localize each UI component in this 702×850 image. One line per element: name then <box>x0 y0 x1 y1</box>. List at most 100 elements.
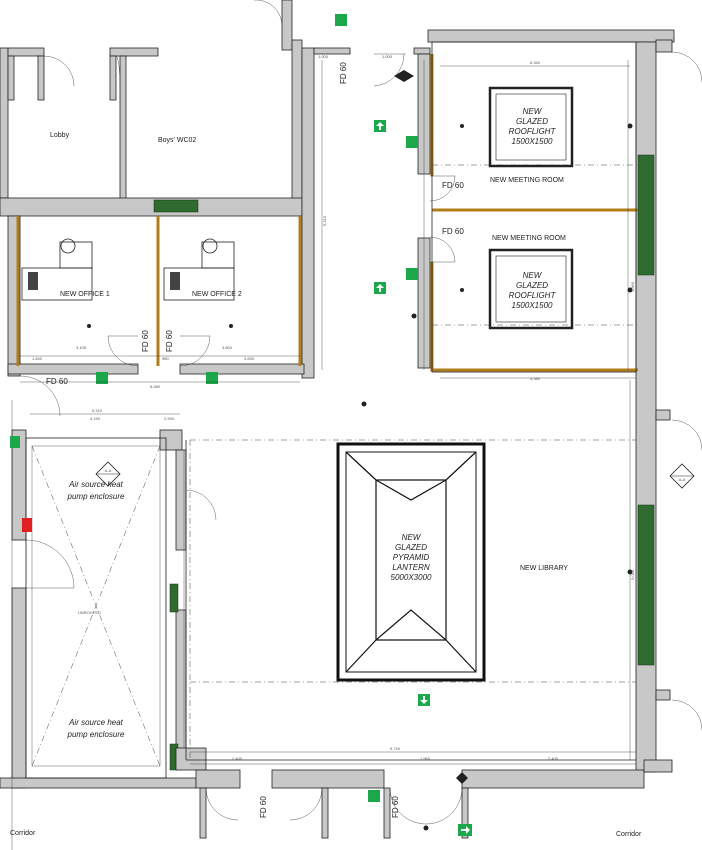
dim-text: 6,340 <box>530 60 541 65</box>
enclosure-bottom-line1: Air source heat <box>68 718 124 727</box>
detector-office2 <box>229 324 233 328</box>
dim-text: 3,690 <box>244 356 255 361</box>
rooflight-bottom-line1: NEW <box>523 271 543 280</box>
room-label-office1: NEW OFFICE 1 <box>60 291 110 298</box>
fd-label-meeting-top: FD 60 <box>442 181 464 190</box>
office1-door-swing <box>107 335 139 367</box>
dim-text: 5,310 <box>92 408 103 413</box>
lantern-hips <box>345 451 477 673</box>
room-lines <box>25 41 637 779</box>
chair-office1 <box>60 238 76 254</box>
wall-corr-post2 <box>321 787 329 839</box>
detector-meeting1 <box>460 124 464 128</box>
socket-2 <box>411 313 417 319</box>
door-right-mid-swing <box>671 419 702 451</box>
detector-library <box>361 401 367 407</box>
rooflight-top <box>488 86 574 168</box>
wall-corr-post4 <box>461 787 469 839</box>
label-unroofed: UNROOFED <box>78 610 101 615</box>
socket-4 <box>627 287 633 293</box>
rooflight-bottom-frame <box>488 248 574 330</box>
wall-bottom-3 <box>461 769 645 789</box>
wall-enc-right-upper <box>175 449 187 551</box>
glazing-meeting <box>637 154 655 276</box>
wall-wc-jamb1 <box>109 55 117 101</box>
desk-office2-return <box>201 241 235 269</box>
dim-text: 9,740 <box>390 746 401 751</box>
fd-label-bottom-left: FD 60 <box>259 796 268 818</box>
dim-text: 2,400 <box>548 756 559 761</box>
fd-label-office-a: FD 60 <box>141 330 150 352</box>
dim-text: 980 <box>162 356 169 361</box>
glazing-wc <box>153 199 199 213</box>
rooflight-bottom-line2: GLAZED <box>516 281 548 290</box>
wall-bottom-2 <box>271 769 385 789</box>
wall-lobby-jamb2 <box>37 55 45 101</box>
glazing-library <box>637 504 655 666</box>
lantern-inner <box>345 451 477 673</box>
dim-text: 4,380 <box>530 376 541 381</box>
rooflight-top-line1: NEW <box>523 107 543 116</box>
door-library-left-swing <box>185 489 217 521</box>
wall-enc-corner-top <box>159 429 183 451</box>
door-wc-swing <box>115 55 121 87</box>
rooflight-bottom-line4: 1500X1500 <box>512 301 553 310</box>
pc-office1 <box>28 272 38 290</box>
arrow-right-icon <box>461 826 470 834</box>
exit-sign-icon <box>96 372 108 384</box>
labels: Lobby Boys' WC02 NEW OFFICE 1 NEW OFFICE… <box>10 54 642 838</box>
enclosure-top-line2: pump enclosure <box>67 492 125 501</box>
wall-right-stub1 <box>655 409 671 421</box>
wall-corridor-top2 <box>413 47 431 55</box>
room-label-corridor-left: Corridor <box>10 830 36 837</box>
exit-sign-icon <box>335 14 347 26</box>
pyramid-lantern <box>336 442 486 682</box>
exit-sign-icon <box>406 136 418 148</box>
wall-office-bottom2 <box>179 363 305 375</box>
wall-top-stub <box>281 0 293 51</box>
section-marker-right-label: A-A <box>679 477 686 482</box>
door-lobby-swing <box>43 55 75 87</box>
fd-label-bottom-right: FD 60 <box>391 796 400 818</box>
door-lower-left-swing <box>19 375 61 417</box>
wall-office-bottom <box>7 363 139 375</box>
wall-lobby-left <box>0 47 9 199</box>
desk-office1 <box>21 267 93 301</box>
socket-3 <box>627 123 633 129</box>
lantern-line1: NEW <box>402 533 422 542</box>
lantern-line5: 5000X3000 <box>391 573 432 582</box>
exit-sign-icon <box>10 436 20 448</box>
office1-furniture <box>21 238 93 301</box>
room-label-office2: NEW OFFICE 2 <box>192 291 242 298</box>
walls <box>0 0 675 839</box>
door-enc-swing <box>25 539 75 589</box>
enclosure-bottom-line2: pump enclosure <box>67 730 125 739</box>
exit-sign-icon <box>368 790 380 802</box>
dim-text: 1,000 <box>382 54 393 59</box>
wall-corridor-left <box>301 47 315 379</box>
wall-bottom-right <box>643 759 673 773</box>
rooflight-top-line4: 1500X1500 <box>512 137 553 146</box>
wall-corr-post3 <box>383 787 391 839</box>
wall-right-stub2 <box>655 689 671 701</box>
arrow-down-icon <box>420 696 428 704</box>
detector-meeting2 <box>460 288 464 292</box>
meeting-outline <box>431 41 637 373</box>
rooflight-top-inner <box>495 93 567 161</box>
dimension-lines <box>20 60 636 765</box>
door-top-swing <box>254 0 283 27</box>
wall-right-cap <box>655 39 673 53</box>
door-bottom-right-swings <box>389 787 463 825</box>
door-right-top-swing <box>671 51 702 83</box>
wall-wc-bottom <box>0 197 303 217</box>
meeting-door1-swing <box>429 175 456 202</box>
wall-wc-right <box>291 39 303 201</box>
room-label-library: NEW LIBRARY <box>520 565 568 572</box>
dim-text: 1,960 <box>420 756 431 761</box>
valve-icon-bottom <box>456 772 468 784</box>
room-label-boys-wc: Boys' WC02 <box>158 137 196 144</box>
meeting-door2-swing <box>429 236 456 263</box>
wall-lobby-jamb1 <box>7 55 15 101</box>
rooflight-bottom <box>488 248 574 330</box>
